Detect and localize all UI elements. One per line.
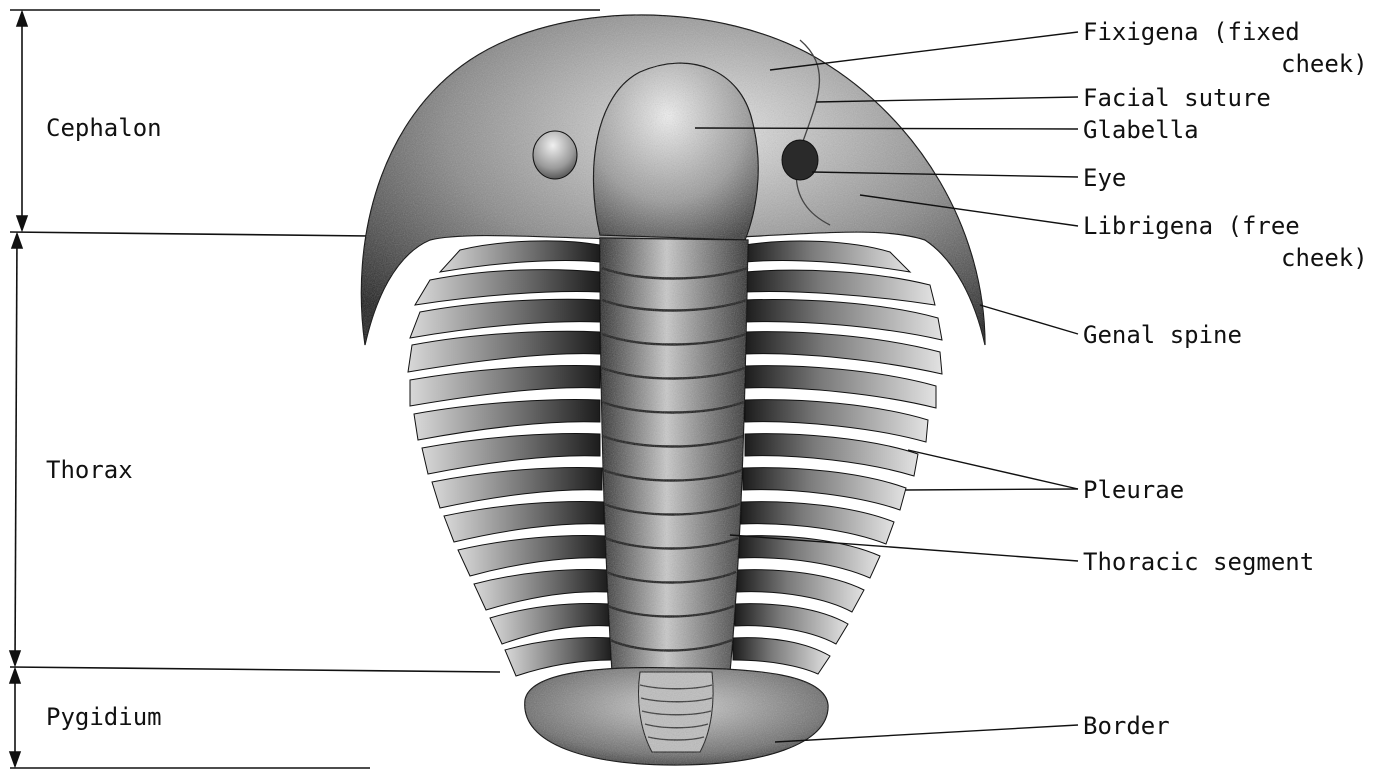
cephalon-arrow-top	[17, 12, 27, 26]
eye-left	[533, 131, 577, 179]
pygidium-arrow-bottom	[10, 752, 20, 766]
label-facial-suture: Facial suture	[1083, 84, 1271, 112]
thorax-arrow-top	[12, 234, 22, 248]
cephalon-arrow-bottom	[17, 216, 27, 230]
label-thoracic-segment: Thoracic segment	[1083, 548, 1314, 576]
leader-fixigena	[770, 32, 1078, 70]
label-glabella: Glabella	[1083, 116, 1199, 144]
label-border: Border	[1083, 712, 1170, 740]
cephalon-bottom-line	[10, 232, 370, 236]
pleurae-right	[733, 241, 942, 674]
label-fixigena-line1: Fixigena (fixed	[1083, 18, 1300, 46]
label-cephalon: Cephalon	[46, 114, 162, 142]
leader-genal-spine	[980, 305, 1078, 334]
leader-pleurae-1	[908, 450, 1078, 489]
pygidium-arrow-top	[10, 669, 20, 683]
thorax-span	[15, 234, 17, 665]
leader-pleurae-2	[905, 489, 1078, 490]
label-eye: Eye	[1083, 164, 1126, 192]
thorax-bottom-line	[10, 667, 500, 672]
label-librigena-line2: cheek)	[1281, 244, 1368, 272]
label-thorax: Thorax	[46, 456, 133, 484]
label-pleurae: Pleurae	[1083, 476, 1184, 504]
thorax-arrow-bottom	[10, 651, 20, 665]
pleurae-left	[408, 241, 612, 676]
eye-right	[782, 140, 818, 180]
label-pygidium: Pygidium	[46, 703, 162, 731]
label-librigena-line1: Librigena (free	[1083, 212, 1300, 240]
label-genal-spine: Genal spine	[1083, 321, 1242, 349]
label-fixigena-line2: cheek)	[1281, 50, 1368, 78]
trilobite-body	[361, 15, 985, 765]
